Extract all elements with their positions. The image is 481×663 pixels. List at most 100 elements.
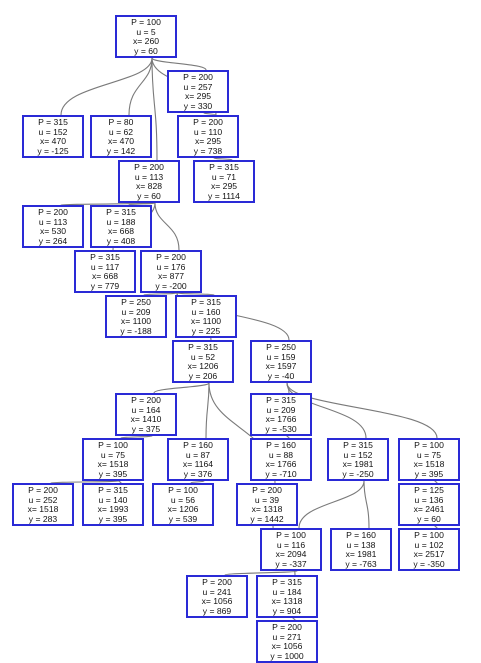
node-p-value: P = 250 bbox=[121, 297, 151, 307]
node-u-value: u = 184 bbox=[272, 586, 302, 597]
node-y-value: y = 264 bbox=[38, 235, 68, 246]
tree-edge bbox=[118, 480, 122, 484]
node-u-value: u = 75 bbox=[100, 449, 126, 460]
node-p-value: P = 200 bbox=[134, 162, 164, 172]
node-u-value: u = 140 bbox=[98, 494, 128, 505]
node-u-value: u = 110 bbox=[193, 126, 223, 137]
node-y-value: y = -188 bbox=[120, 325, 152, 336]
node-x-value: x= 260 bbox=[132, 36, 160, 47]
node-x-value: x= 2517 bbox=[413, 549, 445, 560]
node-x-value: x= 1518 bbox=[27, 504, 59, 515]
node-u-value: u = 56 bbox=[170, 494, 196, 505]
node-u-value: u = 138 bbox=[346, 539, 376, 550]
node-x-value: x= 1206 bbox=[187, 361, 219, 372]
node-p-value: P = 200 bbox=[202, 577, 232, 587]
node-y-value: y = 869 bbox=[202, 605, 232, 616]
node-p-value: P = 100 bbox=[414, 440, 444, 450]
node-y-value: y = 738 bbox=[193, 145, 223, 156]
tree-edge bbox=[128, 202, 156, 206]
node-x-value: x= 470 bbox=[39, 136, 67, 147]
tree-edge bbox=[213, 157, 233, 161]
node-u-value: u = 188 bbox=[106, 216, 136, 227]
node-u-value: u = 136 bbox=[414, 494, 444, 505]
node-x-value: x= 1766 bbox=[265, 459, 297, 470]
node-x-value: x= 668 bbox=[91, 271, 119, 282]
node-y-value: y = 330 bbox=[183, 100, 213, 111]
tree-edge bbox=[286, 382, 438, 439]
tree-edge bbox=[205, 382, 210, 439]
node-y-value: y = 904 bbox=[272, 605, 302, 616]
node-u-value: u = 62 bbox=[108, 126, 134, 137]
node-y-value: y = 206 bbox=[188, 370, 218, 381]
node-y-value: y = 395 bbox=[98, 513, 128, 524]
node-y-value: y = 60 bbox=[134, 45, 158, 56]
node-u-value: u = 252 bbox=[28, 494, 58, 505]
node-x-value: x= 1318 bbox=[251, 504, 283, 515]
node-y-value: y = 142 bbox=[106, 145, 136, 156]
node-y-value: y = 375 bbox=[131, 423, 161, 434]
node-p-value: P = 125 bbox=[414, 485, 444, 495]
node-y-value: y = 1114 bbox=[208, 190, 240, 201]
node-x-value: x= 1056 bbox=[201, 596, 233, 607]
node-p-value: P = 100 bbox=[414, 530, 444, 540]
tree-edge bbox=[151, 57, 158, 161]
node-y-value: y = -40 bbox=[267, 370, 295, 381]
node-u-value: u = 52 bbox=[190, 351, 216, 362]
node-y-value: y = -250 bbox=[342, 468, 374, 479]
node-x-value: x= 1100 bbox=[120, 316, 152, 327]
node-p-value: P = 200 bbox=[28, 485, 58, 495]
node-u-value: u = 87 bbox=[185, 449, 211, 460]
node-p-value: P = 200 bbox=[193, 117, 223, 127]
node-y-value: y = -763 bbox=[345, 558, 377, 569]
node-x-value: x= 295 bbox=[210, 181, 238, 192]
node-x-value: x= 1164 bbox=[182, 459, 214, 470]
node-p-value: P = 315 bbox=[38, 117, 68, 127]
node-p-value: P = 315 bbox=[191, 297, 221, 307]
node-y-value: y = -350 bbox=[413, 558, 445, 569]
node-p-value: P = 200 bbox=[183, 72, 213, 82]
node-u-value: u = 159 bbox=[266, 351, 296, 362]
node-u-value: u = 113 bbox=[134, 171, 164, 182]
node-x-value: x= 828 bbox=[135, 181, 163, 192]
node-u-value: u = 117 bbox=[90, 261, 120, 272]
node-y-value: y = 1442 bbox=[250, 513, 284, 524]
tree-edge bbox=[286, 382, 367, 439]
node-p-value: P = 315 bbox=[272, 577, 302, 587]
node-p-value: P = 315 bbox=[106, 207, 136, 217]
node-x-value: x= 2094 bbox=[275, 549, 307, 560]
tree-edge bbox=[50, 480, 120, 484]
node-u-value: u = 39 bbox=[254, 494, 280, 505]
node-x-value: x= 1766 bbox=[265, 414, 297, 425]
node-x-value: x= 1993 bbox=[97, 504, 129, 515]
node-p-value: P = 200 bbox=[272, 622, 302, 632]
tree-edge bbox=[128, 57, 153, 116]
node-y-value: y = -530 bbox=[265, 423, 297, 434]
node-x-value: x= 470 bbox=[107, 136, 135, 147]
tree-edge bbox=[151, 57, 207, 71]
node-p-value: P = 200 bbox=[38, 207, 68, 217]
node-u-value: u = 271 bbox=[272, 631, 302, 642]
node-p-value: P = 100 bbox=[131, 17, 161, 27]
tree-edge bbox=[434, 525, 438, 529]
tree-edge bbox=[60, 57, 153, 116]
node-y-value: y = -710 bbox=[265, 468, 297, 479]
